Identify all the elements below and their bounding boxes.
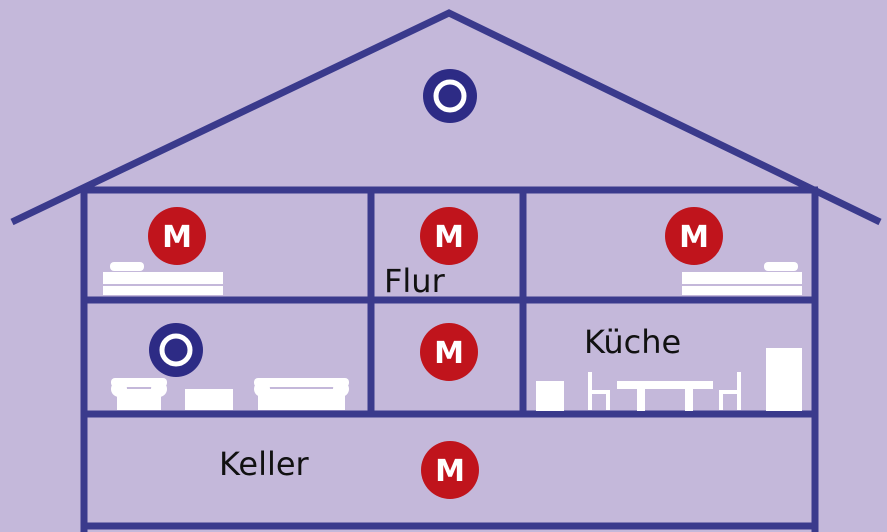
table-icon: [185, 389, 233, 410]
room-label-hallway: Flur: [384, 262, 446, 300]
smoke-detector-icon: [423, 69, 477, 123]
bed-icon: [682, 262, 802, 295]
room-label-kitchen: Küche: [584, 323, 681, 361]
armchair-icon: [111, 378, 167, 410]
house-walls: [80, 190, 819, 532]
svg-text:M: M: [434, 336, 464, 371]
svg-text:M: M: [435, 454, 465, 489]
red-circle-m-icon: M: [420, 323, 478, 381]
svg-text:M: M: [434, 220, 464, 255]
red-circle-m-icon: M: [421, 441, 479, 499]
svg-text:M: M: [679, 220, 709, 255]
chair-icon: [719, 372, 741, 410]
room-label-basement: Keller: [219, 445, 310, 483]
dining-table-icon: [617, 381, 713, 411]
cabinet-icon: [536, 381, 564, 411]
house-roof: [10, 9, 882, 226]
refrigerator-icon: [766, 348, 802, 411]
bed-icon: [103, 262, 223, 295]
red-circle-m-icon: M: [148, 207, 206, 265]
red-circle-m-icon: M: [665, 207, 723, 265]
smoke-detector-icon: [149, 323, 203, 377]
svg-text:M: M: [162, 220, 192, 255]
sofa-icon: [254, 378, 349, 410]
chair-icon: [588, 372, 610, 410]
red-circle-m-icon: M: [420, 207, 478, 265]
